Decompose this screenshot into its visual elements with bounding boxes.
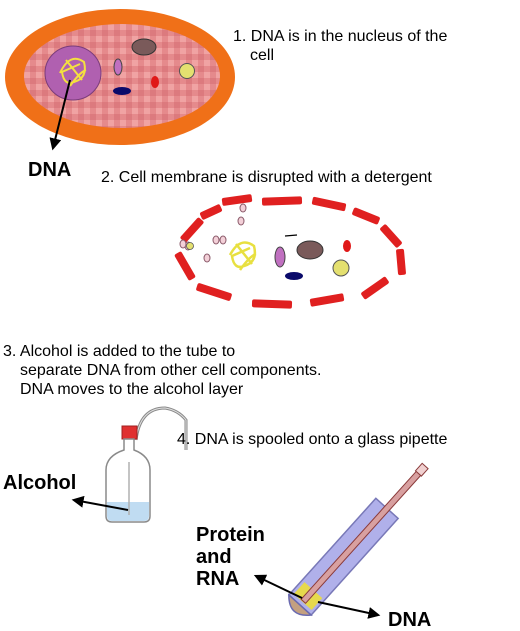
step-1-text: 1. DNA is in the nucleus of the cell: [233, 27, 447, 65]
organelle: [131, 38, 157, 56]
dna-pointer-arrow: [49, 79, 71, 151]
dna-bottom-pointer-arrow: [317, 601, 381, 619]
organelle: [296, 240, 324, 260]
protein-rna-label: Protein and RNA: [196, 524, 265, 590]
disrupted-cell: [174, 194, 406, 309]
organelle: [274, 246, 286, 268]
step-3-line: separate DNA from other cell components.: [20, 362, 322, 379]
bottle-body: [105, 438, 151, 523]
dna-strand-icon: [59, 57, 87, 87]
test-tube-with-pipette: [253, 462, 429, 619]
alcohol-label: Alcohol: [3, 472, 77, 494]
dna-strand-icon: [228, 241, 257, 271]
organelle: [179, 63, 195, 79]
alcohol-layer: [107, 502, 149, 521]
organelle: [151, 76, 159, 88]
cell-contents: [179, 203, 351, 280]
organelle: [113, 87, 131, 95]
membrane-fragments: [174, 194, 406, 309]
protein-rna-line: RNA: [196, 568, 240, 590]
step-3-line: DNA moves to the alcohol layer: [20, 381, 244, 398]
step-3-line: 3. Alcohol is added to the tube to: [3, 343, 236, 360]
alcohol-wash-bottle: [71, 406, 188, 523]
organelle: [113, 58, 123, 76]
dna-label-top: DNA: [28, 159, 72, 181]
organelle: [332, 259, 350, 277]
step-4-text: 4. DNA is spooled onto a glass pipette: [177, 431, 448, 448]
step-2-text: 2. Cell membrane is disrupted with a det…: [101, 169, 432, 186]
nucleus: [44, 45, 102, 101]
intact-cell: [5, 9, 235, 151]
glass-pipette: [300, 468, 424, 604]
step-3-text: 3. Alcohol is added to the tube to separ…: [3, 342, 321, 399]
alcohol-pointer-arrow: [71, 495, 129, 511]
organelle: [285, 272, 303, 280]
organelle: [343, 240, 351, 252]
dna-label-bottom: DNA: [388, 609, 432, 631]
bottle-cap: [121, 425, 138, 440]
protein-rna-line: and: [196, 546, 232, 568]
step-1-line: cell: [250, 47, 275, 64]
step-1-line: 1. DNA is in the nucleus of the: [233, 28, 448, 45]
protein-rna-pointer-arrow: [253, 574, 303, 599]
protein-rna-line: Protein: [196, 524, 265, 546]
